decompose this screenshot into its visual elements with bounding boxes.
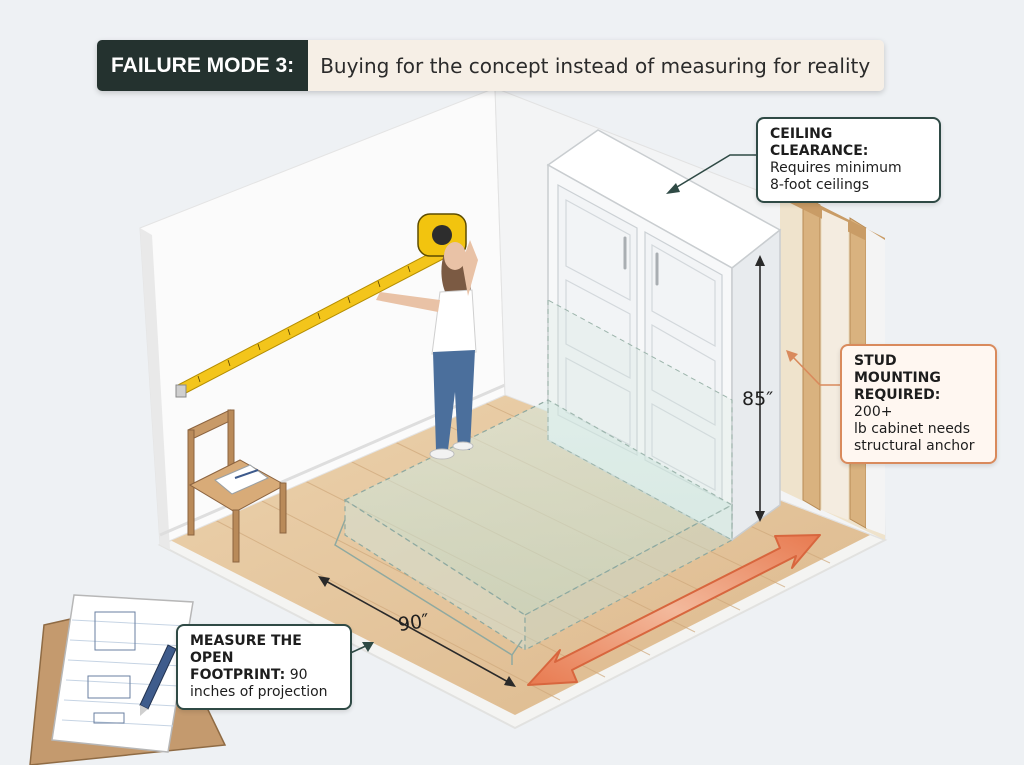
depth-dimension xyxy=(318,576,516,687)
footprint-callout-heading-2: FOOTPRINT: xyxy=(190,667,286,683)
stud-callout-heading-2: REQUIRED: xyxy=(854,387,941,403)
title-banner: FAILURE MODE 3: Buying for the concept i… xyxy=(97,40,885,91)
stud-callout-line3: structural anchor xyxy=(854,438,975,454)
chair xyxy=(187,409,287,563)
title-text: Buying for the concept instead of measur… xyxy=(308,40,885,91)
stud-callout-weight: 200+ xyxy=(854,404,893,420)
height-dimension xyxy=(755,255,765,522)
open-footprint-callout: MEASURE THE OPEN FOOTPRINT: 90 inches of… xyxy=(176,624,352,710)
footprint-callout-value: 90 xyxy=(285,667,308,683)
person-measuring xyxy=(376,240,478,460)
clipboard-sketch xyxy=(29,594,227,765)
ceiling-callout-line2: 8-foot ceilings xyxy=(770,177,869,193)
stud-callout-line2: lb cabinet needs xyxy=(854,421,970,437)
stud-mounting-callout: STUD MOUNTING REQUIRED: 200+ lb cabinet … xyxy=(840,344,997,464)
stud-callout-heading-1: STUD MOUNTING xyxy=(854,353,941,386)
footprint-callout-line2: inches of projection xyxy=(190,684,328,700)
depth-dimension-label: 90″ xyxy=(396,609,431,637)
ceiling-callout-heading: CEILING CLEARANCE: xyxy=(770,126,869,159)
orange-double-arrow xyxy=(527,534,821,686)
ceiling-clearance-callout: CEILING CLEARANCE: Requires minimum 8-fo… xyxy=(756,117,941,203)
ceiling-callout-line1: Requires minimum xyxy=(770,160,902,176)
stud-callout-pointer xyxy=(791,355,842,386)
footprint-callout-heading-1: MEASURE THE OPEN xyxy=(190,633,302,666)
height-dimension-label: 85″ xyxy=(742,388,774,410)
title-tag: FAILURE MODE 3: xyxy=(97,40,309,91)
